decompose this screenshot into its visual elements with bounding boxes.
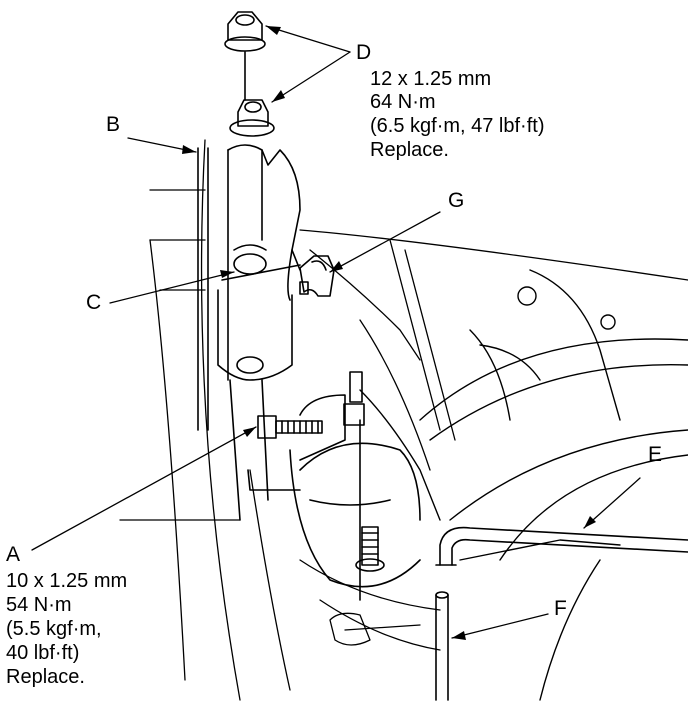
- knuckle-lines: [359, 269, 688, 701]
- leader-g: [329, 211, 441, 273]
- callout-g-letter: G: [448, 189, 465, 212]
- flange-nut-lower: [229, 99, 275, 137]
- callout-d-torque: 64 N·m: [370, 91, 436, 113]
- callout-b-letter: B: [106, 113, 121, 136]
- callout-a-replace: Replace.: [6, 666, 85, 688]
- callout-d-size: 12 x 1.25 mm: [370, 68, 492, 90]
- lower-arm-detail: [329, 612, 421, 646]
- callout-a-torque: 54 N·m: [6, 594, 72, 616]
- flange-nut-upper: [224, 11, 266, 52]
- arrowheads: [182, 26, 596, 640]
- body-panel-lines: [119, 139, 688, 701]
- callout-a-torque-alt-1: (5.5 kgf·m,: [6, 618, 102, 640]
- callout-d-replace: Replace.: [370, 139, 449, 161]
- callout-a-size: 10 x 1.25 mm: [6, 570, 128, 592]
- leader-lines: [31, 25, 641, 639]
- callout-c-letter: C: [86, 291, 102, 314]
- leader-d-upper: [265, 25, 351, 53]
- leader-d-lower: [271, 51, 351, 103]
- callout-f-letter: F: [554, 597, 567, 620]
- callout-a-torque-alt-2: 40 lbf·ft): [6, 642, 80, 664]
- callout-d-torque-alt: (6.5 kgf·m, 47 lbf·ft): [370, 115, 545, 137]
- lower-stud-drawing: [355, 526, 385, 572]
- leader-a: [31, 426, 257, 551]
- leader-f: [451, 613, 549, 639]
- callout-d-letter: D: [356, 41, 372, 64]
- callout-a-letter: A: [6, 543, 21, 566]
- bolt-a-drawing: [257, 371, 365, 439]
- brake-line-f: [435, 591, 449, 701]
- strut-assembly: [197, 144, 421, 601]
- leader-c: [109, 271, 235, 304]
- brake-hose-clip-g: [299, 255, 335, 297]
- brake-hose-e: [435, 526, 688, 566]
- callout-e-letter: E: [648, 443, 663, 466]
